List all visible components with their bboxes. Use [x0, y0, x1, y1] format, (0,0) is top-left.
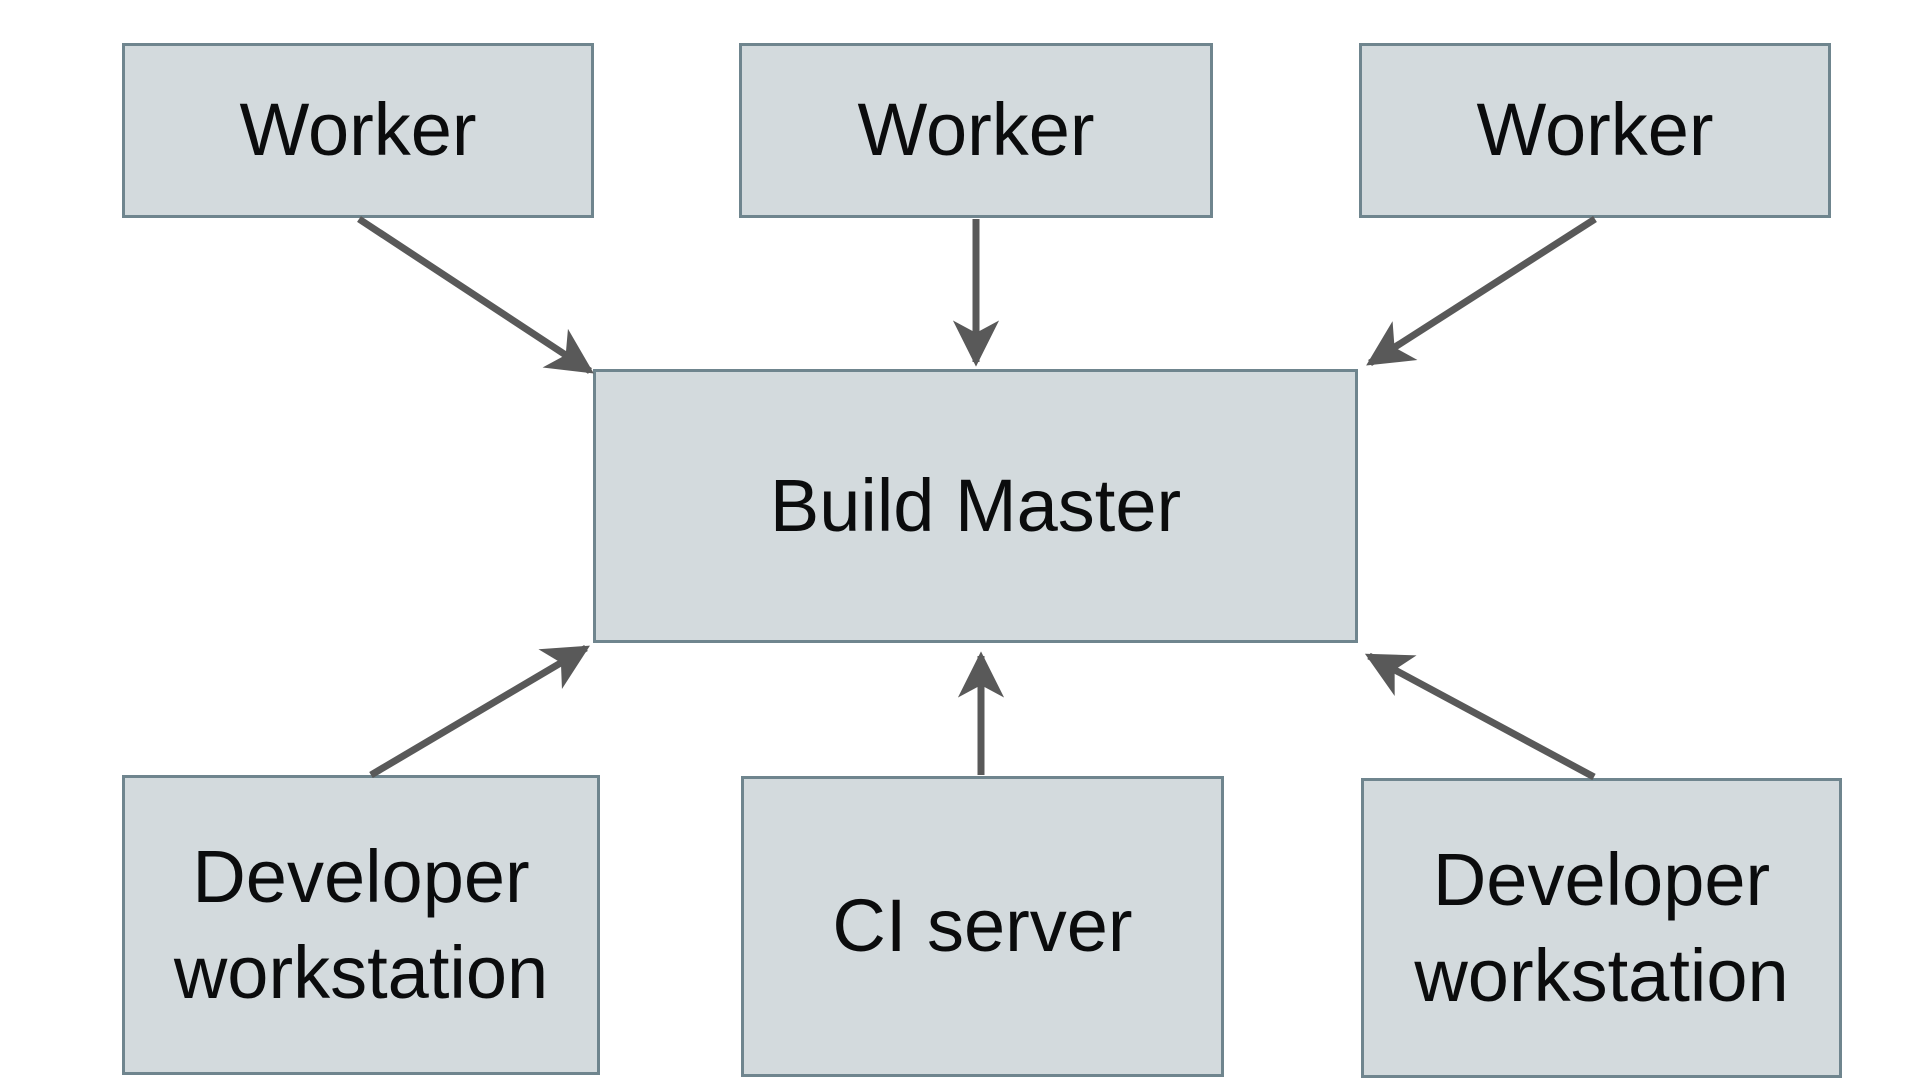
node-worker-3-label: Worker: [1476, 88, 1714, 172]
arrow-devworkstation-left-to-buildmaster: [369, 644, 590, 779]
node-worker-3: Worker: [1359, 43, 1831, 218]
node-worker-1-label: Worker: [239, 88, 477, 172]
node-build-master-label: Build Master: [769, 463, 1182, 547]
node-worker-2: Worker: [739, 43, 1213, 218]
node-build-master: Build Master: [593, 369, 1358, 643]
node-ci-server-label: CI server: [832, 884, 1133, 968]
node-ci-server: CI server: [741, 776, 1224, 1077]
node-worker-2-label: Worker: [857, 88, 1095, 172]
arrow-worker3-to-buildmaster: [1366, 216, 1597, 366]
node-developer-workstation-left-label: Developer workstation: [173, 834, 549, 1014]
arrow-devworkstation-right-to-buildmaster: [1364, 652, 1596, 781]
arrow-worker1-to-buildmaster: [357, 216, 594, 374]
node-developer-workstation-right: Developer workstation: [1361, 778, 1842, 1078]
node-developer-workstation-left: Developer workstation: [122, 775, 600, 1075]
node-developer-workstation-right-label: Developer workstation: [1414, 837, 1789, 1017]
node-worker-1: Worker: [122, 43, 594, 218]
